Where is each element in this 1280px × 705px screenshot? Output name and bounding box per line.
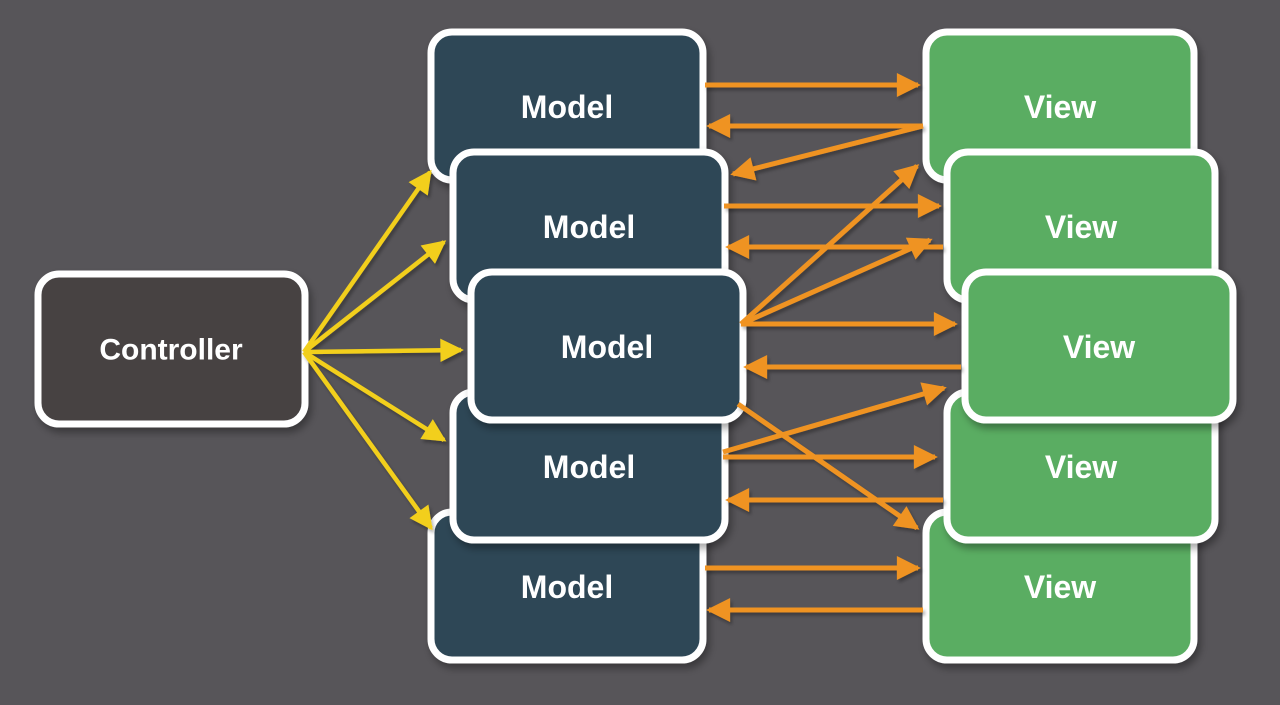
controller-label: Controller xyxy=(99,334,243,367)
view-node-3: View xyxy=(961,268,1237,424)
model-node-3: Model xyxy=(467,268,747,424)
yellow-arrow-controller-to-model-5 xyxy=(302,350,433,531)
view-label-3: View xyxy=(1063,329,1135,365)
yellow-arrow-controller-to-model-1 xyxy=(302,169,432,354)
controller-node: Controller xyxy=(34,270,309,428)
yellow-arrow-controller-to-model-2 xyxy=(302,240,447,354)
yellow-arrow-controller-to-model-3 xyxy=(303,338,464,362)
model-view-arrows-group xyxy=(705,72,961,623)
view-label-4: View xyxy=(1045,449,1117,485)
controller-arrows-group xyxy=(302,169,464,531)
orange-arrow-model-4-to-view-3 xyxy=(722,382,947,455)
model-node-2: Model xyxy=(449,148,729,304)
view-label-1: View xyxy=(1024,89,1096,125)
model-label-5: Model xyxy=(521,569,613,605)
orange-arrow-model-3-to-view-2 xyxy=(739,237,933,327)
view-node-5: View xyxy=(922,508,1198,664)
view-label-5: View xyxy=(1024,569,1096,605)
orange-arrow-model-3-to-view-1 xyxy=(739,164,920,326)
model-label-3: Model xyxy=(561,329,653,365)
orange-arrow-model-3-to-view-5 xyxy=(736,401,920,531)
orange-arrow-view-1-to-model-2 xyxy=(730,123,924,181)
model-label-1: Model xyxy=(521,89,613,125)
model-label-2: Model xyxy=(543,209,635,245)
model-label-4: Model xyxy=(543,449,635,485)
view-label-2: View xyxy=(1045,209,1117,245)
yellow-arrow-controller-to-model-4 xyxy=(302,350,447,442)
model-node-5: Model xyxy=(427,508,707,664)
model-node-4: Model xyxy=(449,388,729,544)
model-node-1: Model xyxy=(427,28,707,184)
